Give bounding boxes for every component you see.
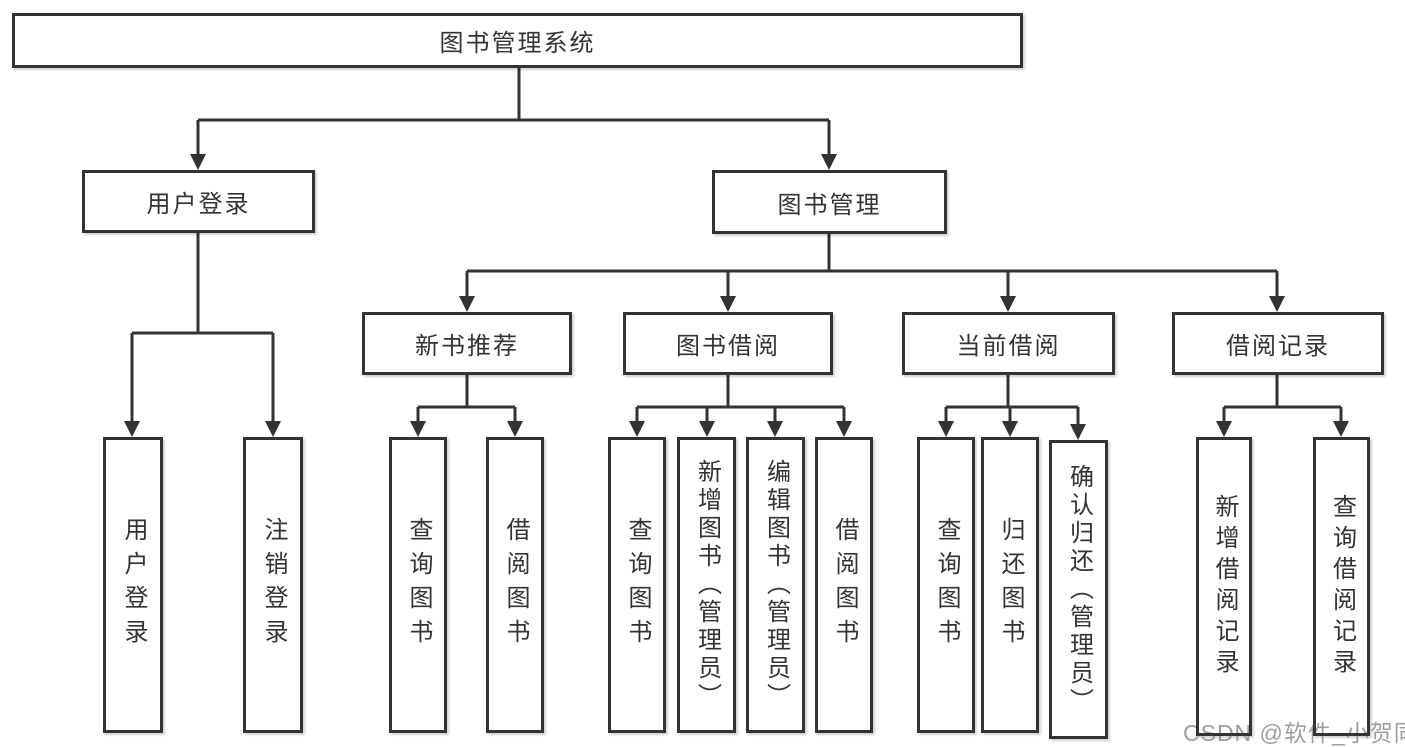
node-current-borrow: 当前借阅: [902, 312, 1115, 375]
leaf-borrow-book-label: 借阅图书: [831, 517, 858, 653]
node-new-book-rec-label: 新书推荐: [415, 333, 519, 360]
leaf-current-query-label: 查询图书: [933, 517, 960, 653]
leaf-current-query: 查询图书: [917, 437, 975, 733]
leaf-confirm-return-label: 确认归还（管理员）: [1065, 463, 1093, 716]
leaf-return-book-label: 归还图书: [997, 517, 1024, 653]
node-root-label: 图书管理系统: [439, 30, 596, 57]
leaf-borrow-book: 借阅图书: [815, 437, 873, 733]
node-user-login-label: 用户登录: [146, 191, 251, 218]
leaf-borrow-add-book-label: 新增图书（管理员）: [693, 459, 721, 711]
node-root: 图书管理系统: [12, 13, 1023, 68]
connector-skeleton: [130, 68, 1343, 436]
node-book-borrow: 图书借阅: [623, 312, 833, 375]
node-book-mgmt-label: 图书管理: [777, 191, 882, 219]
node-borrow-records-label: 借阅记录: [1226, 333, 1330, 360]
node-user-login: 用户登录: [82, 170, 315, 233]
leaf-query-record-label: 查询借阅记录: [1328, 493, 1356, 680]
leaf-user-login-label: 用户登录: [120, 517, 147, 653]
leaf-newbook-query: 查询图书: [389, 437, 447, 733]
leaf-logout-label: 注销登录: [260, 517, 287, 653]
leaf-borrow-query-label: 查询图书: [624, 517, 651, 653]
leaf-logout: 注销登录: [243, 437, 303, 733]
watermark: CSDN @软件_小贺同学: [1183, 720, 1405, 746]
leaf-add-record: 新增借阅记录: [1196, 437, 1252, 736]
node-current-borrow-label: 当前借阅: [956, 333, 1061, 360]
leaf-add-record-label: 新增借阅记录: [1211, 493, 1238, 680]
node-book-borrow-label: 图书借阅: [676, 333, 780, 360]
leaf-borrow-add-book: 新增图书（管理员）: [677, 437, 736, 733]
leaf-borrow-edit-book: 编辑图书（管理员）: [746, 437, 805, 733]
node-new-book-rec: 新书推荐: [362, 312, 572, 375]
node-borrow-records: 借阅记录: [1172, 312, 1384, 375]
leaf-newbook-borrow: 借阅图书: [486, 437, 544, 733]
leaf-borrow-query: 查询图书: [608, 437, 666, 733]
leaf-query-record: 查询借阅记录: [1313, 437, 1370, 736]
node-book-mgmt: 图书管理: [712, 170, 947, 234]
leaf-borrow-edit-book-label: 编辑图书（管理员）: [762, 459, 790, 711]
leaf-newbook-query-label: 查询图书: [405, 517, 432, 653]
leaf-user-login: 用户登录: [103, 437, 163, 733]
leaf-newbook-borrow-label: 借阅图书: [502, 517, 529, 653]
leaf-confirm-return: 确认归还（管理员）: [1049, 440, 1108, 739]
leaf-return-book: 归还图书: [981, 437, 1039, 733]
